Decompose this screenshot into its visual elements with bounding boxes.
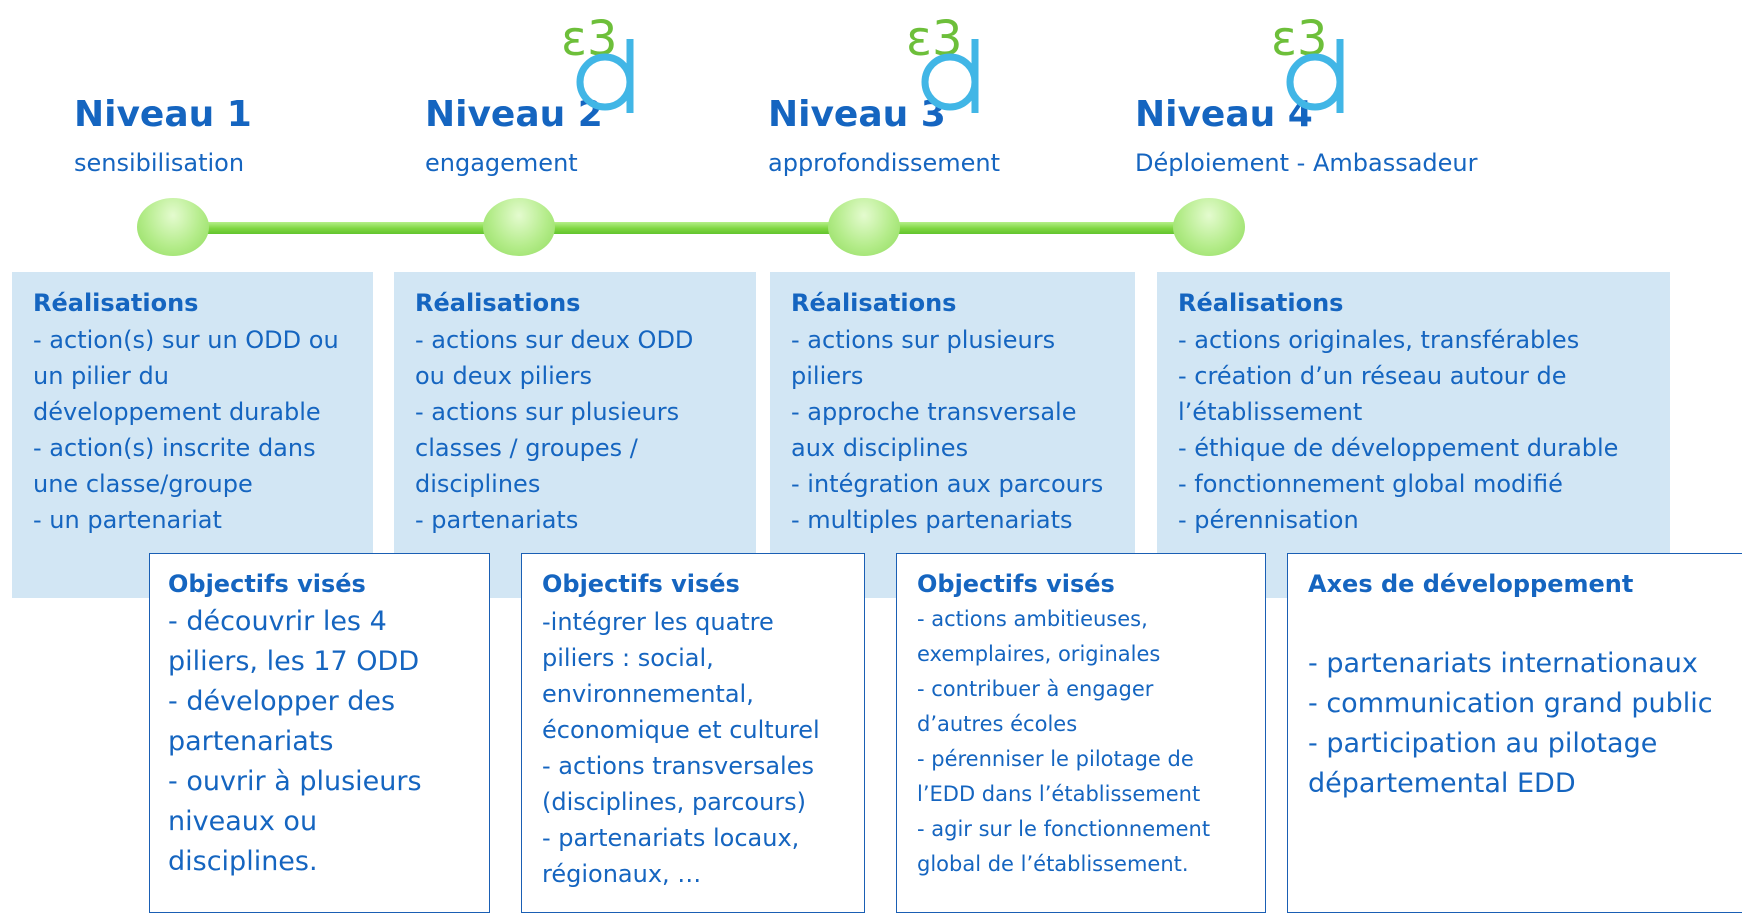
level-3-subtitle: approfondissement	[768, 149, 1000, 177]
list-item: - actions sur plusieurs	[791, 326, 1056, 354]
list-item: classes / groupes /	[415, 434, 638, 462]
list-item: ou deux piliers	[415, 362, 592, 390]
list-item: (disciplines, parcours)	[542, 788, 807, 816]
list-item: économique et culturel	[542, 716, 820, 744]
timeline-node-2	[483, 198, 555, 256]
list-item: disciplines	[415, 470, 541, 498]
realisations-heading: Réalisations	[791, 289, 957, 317]
list-item: niveaux ou	[168, 806, 318, 837]
axes-list: - partenariats internationaux - communic…	[1308, 644, 1713, 804]
list-item: - actions sur deux ODD	[415, 326, 694, 354]
list-item: l’établissement	[1178, 398, 1363, 426]
level-4-subtitle: Déploiement - Ambassadeur	[1135, 149, 1478, 177]
realisations-list: - actions sur plusieurs piliers - approc…	[791, 322, 1103, 538]
axes-developpement-box: Axes de développement - partenariats int…	[1287, 553, 1742, 913]
list-item: - actions transversales	[542, 752, 814, 780]
realisations-heading: Réalisations	[415, 289, 581, 317]
list-item: une classe/groupe	[33, 470, 253, 498]
list-item: développement durable	[33, 398, 321, 426]
list-item: disciplines.	[168, 846, 318, 877]
timeline-node-4	[1173, 198, 1245, 256]
list-item: un pilier du	[33, 362, 169, 390]
list-item: - fonctionnement global modifié	[1178, 470, 1563, 498]
objectifs-box-3: Objectifs visés - actions ambitieuses, e…	[896, 553, 1266, 913]
realisations-list: - action(s) sur un ODD ou un pilier du d…	[33, 322, 339, 538]
timeline-bar	[170, 222, 1220, 234]
list-item: régionaux, …	[542, 860, 702, 888]
timeline-node-3	[828, 198, 900, 256]
list-item: - un partenariat	[33, 506, 222, 534]
level-2-subtitle: engagement	[425, 149, 578, 177]
list-item: - actions sur plusieurs	[415, 398, 680, 426]
list-item: exemplaires, originales	[917, 642, 1161, 666]
list-item: - éthique de développement durable	[1178, 434, 1619, 462]
list-item: piliers	[791, 362, 864, 390]
e3d-logo-icon: ɛ3	[1271, 11, 1344, 113]
objectifs-box-2: Objectifs visés -intégrer les quatre pil…	[521, 553, 865, 913]
level-1-title: Niveau 1	[74, 94, 252, 135]
axes-heading: Axes de développement	[1308, 570, 1634, 598]
list-item: - intégration aux parcours	[791, 470, 1104, 498]
e3d-logo-icon: ɛ3	[906, 11, 979, 113]
realisations-panel-2: Réalisations - actions sur deux ODD ou d…	[394, 272, 756, 598]
objectifs-list: -intégrer les quatre piliers : social, e…	[542, 604, 820, 892]
list-item: global de l’établissement.	[917, 852, 1189, 876]
list-item: - partenariats internationaux	[1308, 648, 1698, 679]
realisations-panel-4: Réalisations - actions originales, trans…	[1157, 272, 1670, 598]
realisations-panel-3: Réalisations - actions sur plusieurs pil…	[770, 272, 1135, 598]
list-item: - pérennisation	[1178, 506, 1359, 534]
timeline-node-1	[137, 198, 209, 256]
realisations-heading: Réalisations	[33, 289, 199, 317]
list-item: - découvrir les 4	[168, 606, 387, 637]
list-item: - agir sur le fonctionnement	[917, 817, 1211, 841]
list-item: - ouvrir à plusieurs	[168, 766, 422, 797]
list-item: - actions ambitieuses,	[917, 607, 1148, 631]
list-item: - création d’un réseau autour de	[1178, 362, 1567, 390]
list-item: - approche transversale	[791, 398, 1077, 426]
objectifs-heading: Objectifs visés	[917, 570, 1115, 598]
list-item: piliers, les 17 ODD	[168, 646, 420, 677]
list-item: piliers : social,	[542, 644, 714, 672]
list-item: - développer des	[168, 686, 396, 717]
realisations-heading: Réalisations	[1178, 289, 1344, 317]
level-3-title: Niveau 3	[768, 94, 946, 135]
realisations-list: - actions sur deux ODD ou deux piliers -…	[415, 322, 693, 538]
e3d-logo-icon: ɛ3	[561, 11, 634, 113]
objectifs-heading: Objectifs visés	[168, 570, 366, 598]
list-item: l’EDD dans l’établissement	[917, 782, 1201, 806]
list-item: - actions originales, transférables	[1178, 326, 1580, 354]
level-4-title: Niveau 4	[1135, 94, 1313, 135]
list-item: environnemental,	[542, 680, 754, 708]
list-item: partenariats	[168, 726, 334, 757]
list-item: -intégrer les quatre	[542, 608, 774, 636]
objectifs-box-1: Objectifs visés - découvrir les 4 pilier…	[149, 553, 490, 913]
realisations-list: - actions originales, transférables - cr…	[1178, 322, 1618, 538]
objectifs-heading: Objectifs visés	[542, 570, 740, 598]
objectifs-list: - actions ambitieuses, exemplaires, orig…	[917, 602, 1210, 882]
list-item: - partenariats	[415, 506, 579, 534]
list-item: - communication grand public	[1308, 688, 1713, 719]
objectifs-list: - découvrir les 4 piliers, les 17 ODD - …	[168, 602, 422, 882]
level-2-title: Niveau 2	[425, 94, 603, 135]
list-item: - multiples partenariats	[791, 506, 1073, 534]
list-item: départemental EDD	[1308, 768, 1576, 799]
list-item: - action(s) inscrite dans	[33, 434, 316, 462]
realisations-panel-1: Réalisations - action(s) sur un ODD ou u…	[12, 272, 373, 598]
list-item: - contribuer à engager	[917, 677, 1154, 701]
list-item: - action(s) sur un ODD ou	[33, 326, 339, 354]
level-1-subtitle: sensibilisation	[74, 149, 245, 177]
list-item: d’autres écoles	[917, 712, 1078, 736]
list-item: aux disciplines	[791, 434, 969, 462]
list-item: - participation au pilotage	[1308, 728, 1658, 759]
list-item: - partenariats locaux,	[542, 824, 800, 852]
list-item: - pérenniser le pilotage de	[917, 747, 1194, 771]
